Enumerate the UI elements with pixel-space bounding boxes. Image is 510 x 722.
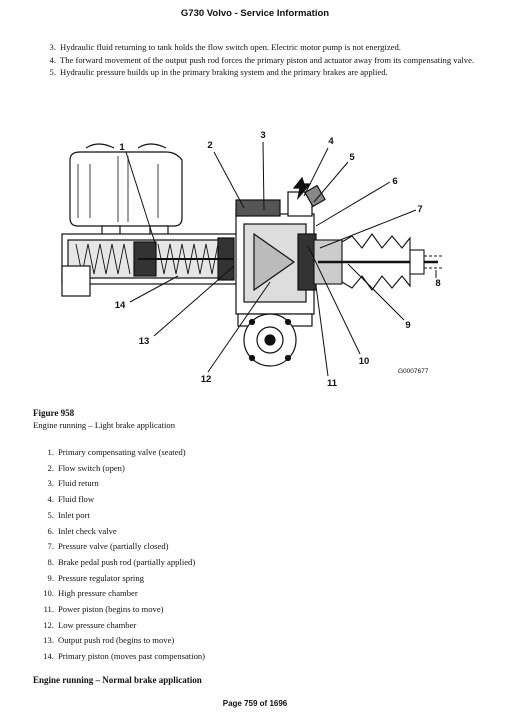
legend-item: 8. Brake pedal push rod (partially applie… — [40, 555, 205, 571]
legend-item: 2. Flow switch (open) — [40, 461, 205, 477]
callout-10: 10 — [359, 356, 370, 367]
brake-valve-diagram: 1 2 3 4 5 6 7 8 9 10 11 12 13 14 G000767… — [58, 126, 450, 394]
leader-lines — [125, 141, 437, 377]
legend-item: 7. Pressure valve (partially closed) — [40, 539, 205, 555]
legend-number: 4. — [47, 494, 54, 505]
mounting-flange — [243, 313, 297, 367]
legend-number: 6. — [47, 525, 54, 536]
legend-number: 1. — [47, 447, 54, 457]
legend-text: Inlet port — [58, 509, 90, 520]
legend-number: 2. — [47, 462, 54, 473]
legend-number: 10. — [43, 588, 54, 599]
diagram-svg: 1 2 3 4 5 6 7 8 9 10 11 12 13 14 G000767… — [61, 130, 442, 389]
callout-4: 4 — [328, 136, 334, 147]
parts-legend: 1. Primary compensating valve (seated) 2.… — [40, 445, 205, 665]
legend-item: 11. Power piston (begins to move) — [40, 602, 205, 618]
step-number: 4. — [49, 54, 56, 65]
legend-text: Low pressure chamber — [58, 619, 137, 630]
push-rod-boot — [313, 233, 442, 291]
legend-number: 9. — [47, 572, 54, 583]
legend-text: Brake pedal push rod (partially applied) — [58, 556, 196, 567]
legend-text: Pressure regulator spring — [58, 572, 144, 583]
step-number: 3. — [49, 42, 56, 52]
callout-6: 6 — [392, 176, 397, 187]
legend-number: 7. — [47, 541, 54, 552]
callout-3: 3 — [260, 130, 265, 141]
callout-7: 7 — [417, 204, 422, 215]
legend-text: Power piston (begins to move) — [58, 604, 164, 615]
legend-number: 11. — [43, 604, 54, 615]
step-item: 3. Hydraulic fluid returning to tank hol… — [44, 42, 484, 53]
legend-number: 12. — [43, 619, 54, 630]
callout-11: 11 — [327, 378, 338, 389]
section-heading: Engine running – Normal brake applicatio… — [33, 675, 202, 685]
step-item: 5. Hydraulic pressure builds up in the p… — [44, 67, 484, 78]
step-list: 3. Hydraulic fluid returning to tank hol… — [44, 42, 484, 80]
legend-number: 5. — [47, 509, 54, 520]
legend-number: 13. — [43, 635, 54, 646]
figure-caption: Engine running – Light brake application — [33, 420, 175, 430]
callout-5: 5 — [349, 152, 355, 163]
callout-2: 2 — [207, 140, 212, 151]
callout-8: 8 — [435, 278, 440, 289]
master-cylinder-body — [61, 233, 239, 297]
legend-item: 6. Inlet check valve — [40, 524, 205, 540]
reservoir — [69, 143, 183, 237]
legend-number: 14. — [43, 651, 54, 662]
callout-1: 1 — [119, 142, 125, 153]
legend-text: Output push rod (begins to move) — [58, 635, 175, 646]
valve-housing — [235, 176, 326, 327]
figure-title: Figure 958 — [33, 408, 75, 418]
legend-item: 1. Primary compensating valve (seated) — [40, 445, 205, 461]
page-footer: Page 759 of 1696 — [222, 699, 288, 708]
legend-text: Primary compensating valve (seated) — [58, 447, 186, 457]
legend-text: Inlet check valve — [58, 525, 117, 536]
step-text: Hydraulic pressure builds up in the prim… — [60, 67, 388, 78]
step-text: Hydraulic fluid returning to tank holds … — [60, 42, 401, 52]
legend-item: 13. Output push rod (begins to move) — [40, 633, 205, 649]
legend-text: Flow switch (open) — [58, 462, 125, 473]
step-number: 5. — [49, 67, 56, 78]
legend-text: Fluid return — [58, 478, 99, 489]
step-text: The forward movement of the output push … — [60, 54, 475, 65]
callout-13: 13 — [139, 336, 150, 347]
legend-item: 14. Primary piston (moves past compensati… — [40, 649, 205, 665]
legend-number: 3. — [47, 478, 54, 489]
legend-item: 9. Pressure regulator spring — [40, 571, 205, 587]
page-header: G730 Volvo - Service Information — [180, 8, 330, 19]
step-item: 4. The forward movement of the output pu… — [44, 55, 484, 66]
legend-item: 10. High pressure chamber — [40, 586, 205, 602]
legend-text: Fluid flow — [58, 494, 95, 505]
callout-14: 14 — [115, 300, 126, 311]
legend-item: 12. Low pressure chamber — [40, 618, 205, 634]
legend-item: 4. Fluid flow — [40, 492, 205, 508]
figure-id: G0007677 — [398, 368, 429, 375]
legend-text: Pressure valve (partially closed) — [58, 541, 169, 552]
legend-item: 5. Inlet port — [40, 508, 205, 524]
legend-number: 8. — [47, 556, 54, 567]
legend-item: 3. Fluid return — [40, 476, 205, 492]
callout-labels: 1 2 3 4 5 6 7 8 9 10 11 12 13 14 — [115, 130, 441, 389]
legend-text: Primary piston (moves past compensation) — [58, 651, 206, 662]
legend-text: High pressure chamber — [58, 588, 138, 599]
callout-12: 12 — [201, 374, 212, 385]
callout-9: 9 — [405, 320, 410, 331]
